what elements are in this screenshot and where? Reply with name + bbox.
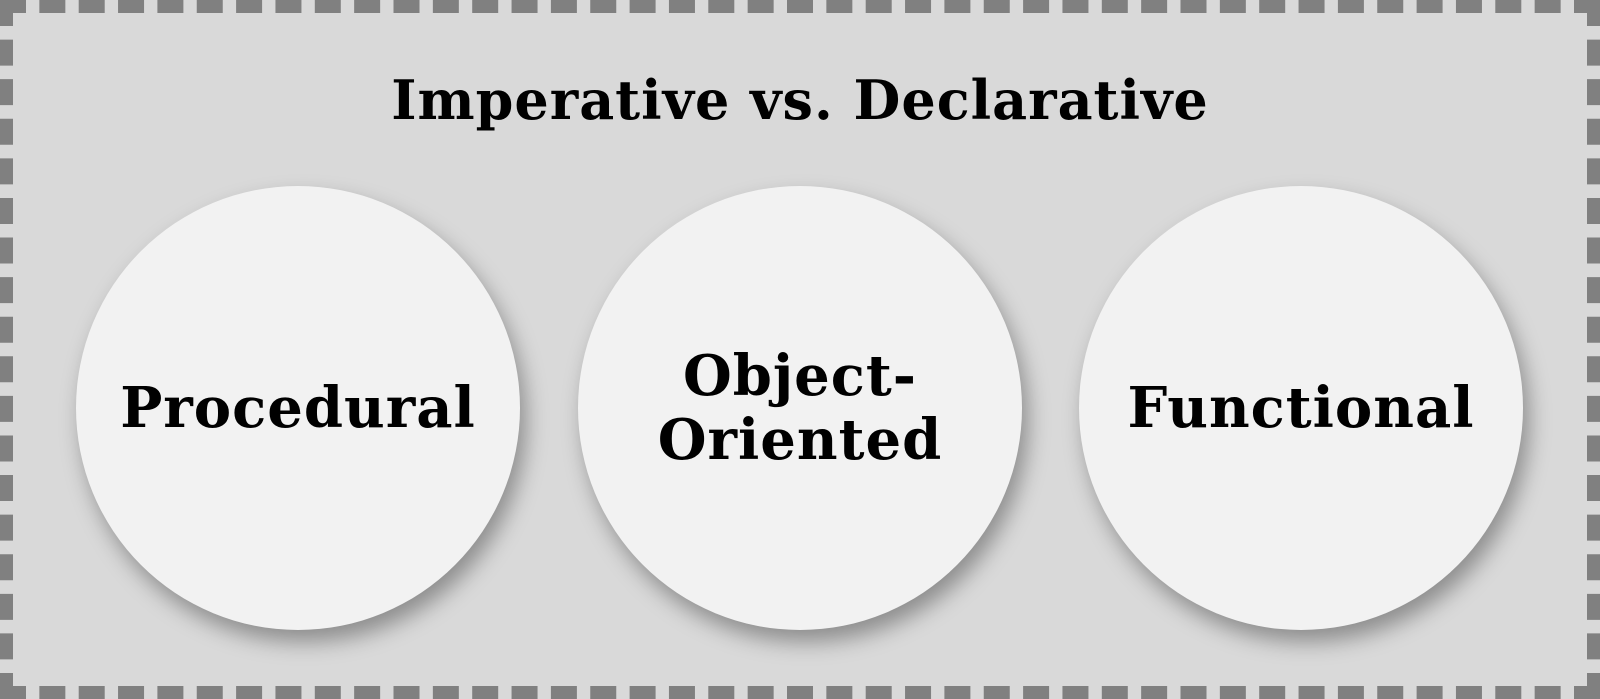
diagram-title: Imperative vs. Declarative [391,68,1209,132]
circle-object-oriented: Object- Oriented [578,186,1022,630]
circle-functional: Functional [1079,186,1523,630]
circle-label-functional: Functional [1127,375,1475,441]
circle-label-object-oriented: Object- Oriented [657,343,943,473]
circle-label-procedural: Procedural [120,375,476,441]
circle-procedural: Procedural [76,186,520,630]
